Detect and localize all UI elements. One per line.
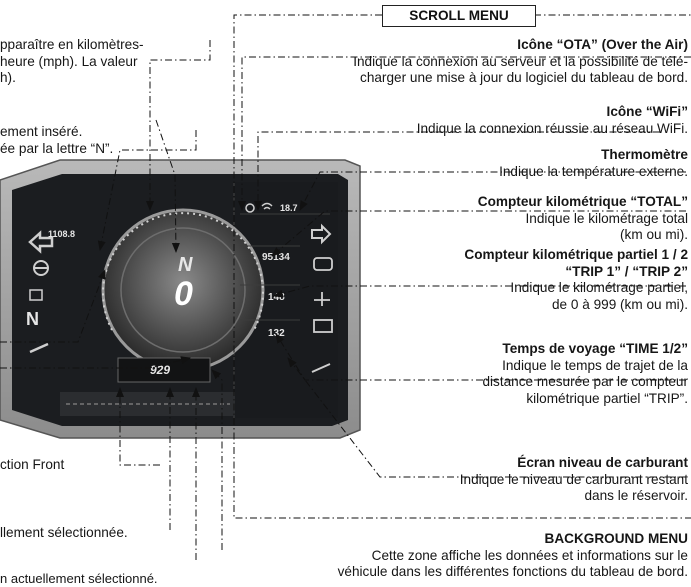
left-gear-indicator: N [26,309,39,329]
background-menu-block: BACKGROUND MENU Cette zone affiche les d… [337,531,689,580]
background-menu-heading: BACKGROUND MENU [544,531,689,546]
front-function-text: ction Front [0,457,65,472]
total-odometer-block: Compteur kilométrique “TOTAL” Indique le… [477,194,688,243]
wifi-block: Icône “WiFi” Indique la connexion réussi… [416,104,688,136]
thermometer-heading: Thermomètre [601,147,688,162]
gear-letter: N [178,254,193,276]
speed-readout: 0 [174,275,193,313]
trip-readout: 148 [268,292,285,303]
gear-indicator-text: ement inséré. ée par la lettre “N”. [0,124,114,156]
left-value-readout: 1108.8 [48,229,76,239]
speed-unit-text: pparaître en kilomètres- heure (mph). La… [0,37,144,86]
ota-block: Icône “OTA” (Over the Air) Indique la co… [353,37,688,86]
ota-heading: Icône “OTA” (Over the Air) [517,37,688,52]
scroll-menu-title: SCROLL MENU [382,5,536,27]
thermometer-block: Thermomètre Indique la température exter… [499,147,688,179]
trip-time-block: Temps de voyage “TIME 1/2” Indique le te… [482,341,688,406]
trip-odometer-heading: Compteur kilométrique partiel 1 / 2 [464,247,688,262]
fuel-level-heading: Écran niveau de carburant [517,455,688,470]
temperature-readout: 18.7 [280,203,298,213]
total-odometer-heading: Compteur kilométrique “TOTAL” [477,194,688,209]
wifi-heading: Icône “WiFi” [606,104,688,119]
fuel-level-block: Écran niveau de carburant Indique le niv… [459,455,688,504]
selected-text: llement sélectionnée. [0,525,128,540]
odo-total-readout: 95134 [262,252,290,263]
current-selection-text: n actuellement sélectionné. [0,571,158,586]
trip-odometer-block: Compteur kilométrique partiel 1 / 2 “TRI… [464,247,688,312]
trip-time-heading: Temps de voyage “TIME 1/2” [502,341,688,356]
